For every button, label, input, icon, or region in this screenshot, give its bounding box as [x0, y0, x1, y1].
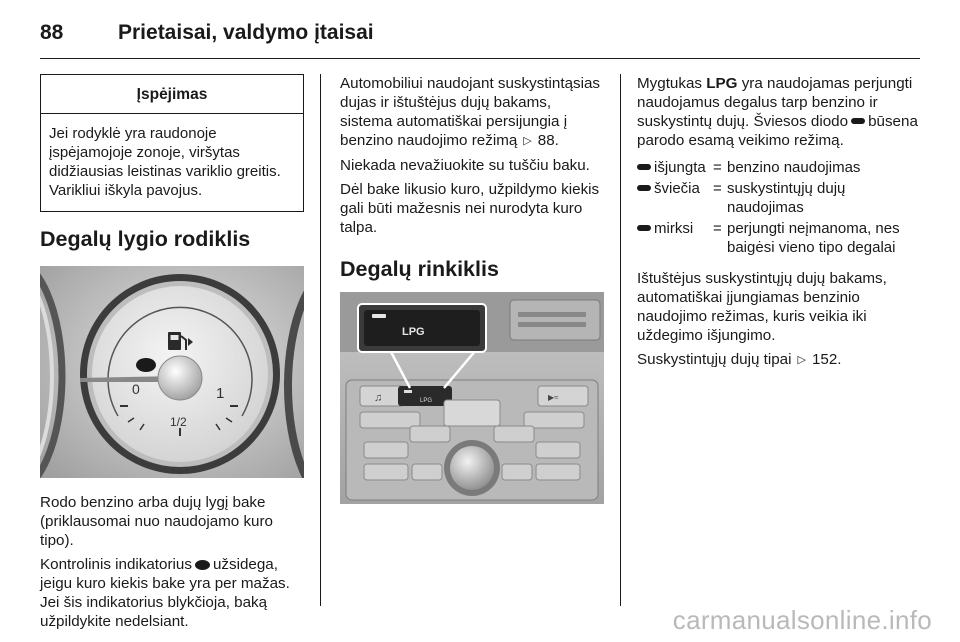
low-fuel-text-before: Kontrolinis indikatorius [40, 556, 192, 573]
section-title-fuel-selector: Degalų rinkiklis [340, 257, 499, 281]
fuel-selector-image: ♫ LPG ▶≈ LPG [340, 292, 604, 504]
low-fuel-inline-icon [194, 560, 210, 570]
gas-types-paragraph: Suskystintųjų dujų tipai ▷ 152. [637, 350, 922, 370]
led-state-blink-meaning: perjungti neįmanoma, nes baigėsi vieno t… [727, 220, 900, 256]
gauge-label-zero: 0 [132, 381, 140, 397]
lpg-button-label: LPG [402, 326, 425, 338]
watermark: carmanualsonline.info [672, 605, 932, 635]
lpg-text-after: būsena parodo esamą veikimo režimą. [637, 113, 918, 149]
page-title: Prietaisai, valdymo įtaisai [118, 21, 374, 44]
low-fuel-indicator-icon [136, 358, 156, 372]
led-state-on-meaning: suskystintųjų dujų naudojimas [727, 180, 846, 216]
column-divider-2 [620, 74, 621, 606]
led-state-eq: = [713, 220, 722, 237]
lpg-text-before: Mygtukas [637, 75, 702, 92]
right-column: Mygtukas LPG yra naudojamas perjungti na… [637, 74, 922, 375]
fuel-selector-illustration: ♫ LPG ▶≈ LPG [340, 292, 604, 504]
low-fuel-text-after: užsidega, jeigu kuro kiekis bake yra per… [40, 556, 290, 630]
fuel-gauge-image: 0 1 1/2 [40, 266, 304, 478]
led-state-off-meaning: benzino naudojimas [727, 159, 861, 176]
lpg-led-icon [372, 314, 386, 318]
led-state-table: išjungta = benzino naudojimas šviečia = … [637, 158, 922, 257]
fuel-pump-icon [168, 332, 193, 350]
led-icon [637, 185, 651, 191]
led-state-eq: = [713, 180, 722, 197]
fuel-gauge-illustration: 0 1 1/2 [40, 266, 304, 478]
page-header: 88 Prietaisai, valdymo įtaisai [40, 18, 374, 48]
led-inline-icon [851, 118, 866, 124]
warning-text: Jei rodyklė yra raudonoje įspėjamojoje z… [49, 125, 281, 199]
gauge-label-half: 1/2 [170, 415, 187, 429]
led-state-blink: mirksi [637, 219, 713, 257]
left-column: Įspėjimas Jei rodyklė yra raudonoje įspė… [40, 74, 304, 636]
lpg-text-mid: yra naudojamas perjungti naudojamus dega… [637, 75, 913, 130]
svg-text:♫: ♫ [374, 392, 382, 404]
warning-box: Įspėjimas Jei rodyklė yra raudonoje įspė… [40, 74, 304, 212]
page-ref-icon: ▷ [797, 354, 806, 366]
warning-title: Įspėjimas [41, 75, 303, 114]
fuel-gauge-description: Rodo benzino arba dujų lygį bake (prikla… [40, 494, 274, 549]
auto-switch-paragraph: Automobiliui naudojant suskystintąsias d… [340, 74, 604, 151]
lpg-button-paragraph: Mygtukas LPG yra naudojamas perjungti na… [637, 74, 922, 150]
gas-types-ref: 152. [811, 351, 842, 368]
led-icon [637, 225, 651, 231]
column-divider-1 [320, 74, 321, 606]
auto-switch-ref: 88. [537, 132, 559, 149]
header-rule [40, 58, 920, 59]
led-state-eq: = [713, 159, 722, 176]
middle-column: Automobiliui naudojant suskystintąsias d… [340, 74, 604, 504]
empty-gas-paragraph: Ištuštėjus suskystintųjų dujų bakams, au… [637, 270, 887, 344]
page-ref-icon: ▷ [523, 135, 532, 147]
svg-text:▶≈: ▶≈ [548, 393, 559, 402]
led-state-off: išjungta [637, 158, 713, 177]
page-number: 88 [40, 21, 64, 44]
small-lpg-button-label: LPG [420, 398, 432, 404]
led-state-on: šviečia [637, 179, 713, 217]
remaining-fuel-paragraph: Dėl bake likusio kuro, užpildymo kiekis … [340, 181, 600, 236]
empty-tank-warning: Niekada nevažiuokite su tuščiu baku. [340, 157, 590, 174]
section-title-fuel-gauge: Degalų lygio rodiklis [40, 227, 251, 251]
gas-types-text: Suskystintųjų dujų tipai [637, 351, 792, 368]
lpg-bold: LPG [706, 75, 738, 92]
auto-switch-text: Automobiliui naudojant suskystintąsias d… [340, 75, 601, 149]
led-icon [637, 164, 651, 170]
gauge-label-one: 1 [216, 385, 224, 402]
